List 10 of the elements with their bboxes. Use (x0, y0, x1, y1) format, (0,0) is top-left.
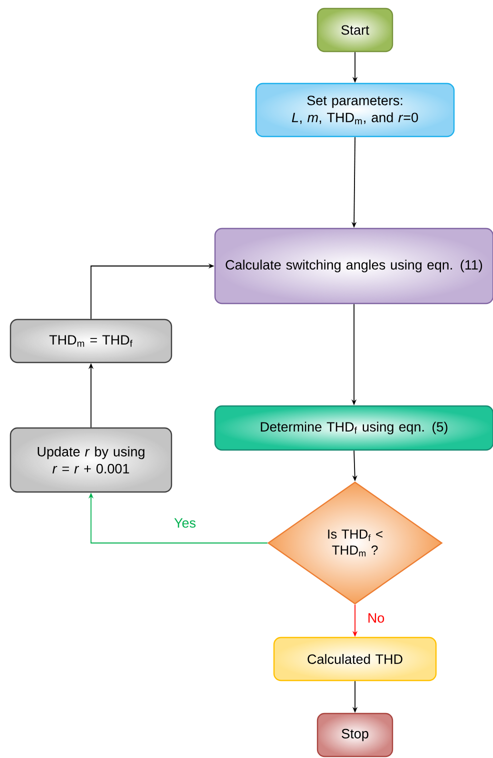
edge-label: No (366, 612, 386, 624)
terminal-box: Stop (316, 712, 394, 758)
process-box: Calculate switching angles using eqn. (11) (214, 228, 493, 304)
process-box: Update r by using r = r + 0.001 (10, 427, 172, 493)
process-box: THD$_{m}$ = THD$_{f}$ (10, 318, 172, 364)
edge-label: Yes (173, 517, 198, 529)
terminal-box: Start (316, 8, 394, 52)
process-box: Determine THD$_{f}$ using eqn. (5) (214, 405, 493, 451)
process-box: Set parameters: L, m, THD$_{m}$, and r=0 (255, 82, 455, 138)
process-box: Calculated THD (273, 636, 437, 682)
